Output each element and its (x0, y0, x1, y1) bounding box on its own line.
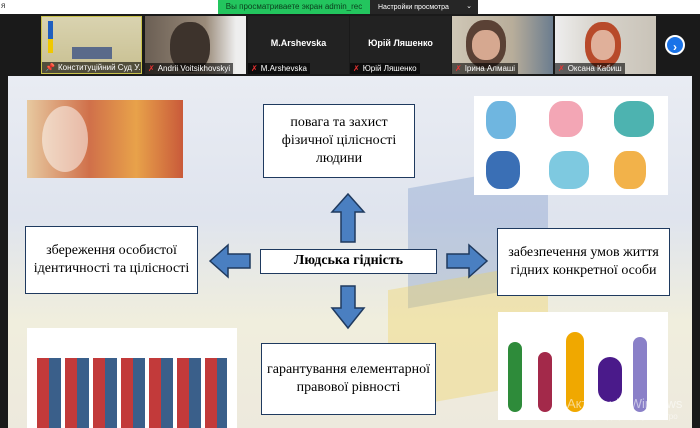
participant-display-name: Юрій Ляшенко (368, 38, 433, 48)
participant-tile[interactable]: ✗Ірина Алмаші (452, 16, 553, 74)
next-page-button[interactable]: › (665, 35, 685, 55)
center-concept-box: Людська гідність (260, 249, 437, 274)
muted-mic-icon: ✗ (148, 64, 155, 73)
participant-name: ✗Оксана Кабиш (555, 63, 625, 74)
chevron-right-icon: › (673, 40, 677, 54)
participant-tile[interactable]: Юрій Ляшенко ✗Юрій Ляшенко (350, 16, 451, 74)
muted-mic-icon: ✗ (455, 64, 462, 73)
windows-activation-title: Активація Windows (567, 396, 683, 411)
participant-tile[interactable]: M.Arshevska ✗M.Arshevska (248, 16, 349, 74)
right-concept-box: забезпечення умов життя гідних конкретно… (497, 228, 670, 296)
chevron-down-icon: ⌄ (466, 3, 472, 10)
left-arrow-icon (208, 243, 251, 279)
view-options-label: Настройки просмотра (378, 4, 449, 11)
bottom-concept-box: гарантування елементарної правової рівно… (261, 343, 436, 415)
raised-hands-image (27, 328, 237, 428)
muted-mic-icon: ✗ (353, 64, 360, 73)
participant-name: ✗Ірина Алмаші (452, 63, 519, 74)
participant-tile[interactable]: ✗Оксана Кабиш (555, 16, 656, 74)
muted-mic-icon: ✗ (251, 64, 258, 73)
right-arrow-icon (446, 243, 489, 279)
up-arrow-icon (330, 192, 366, 243)
muted-mic-icon: ✗ (558, 64, 565, 73)
participant-display-name: M.Arshevska (270, 38, 327, 48)
window-title-fragment: я (1, 1, 6, 10)
down-arrow-icon (330, 285, 366, 330)
left-concept-box: збереження особистої ідентичності та ціл… (25, 226, 198, 294)
mind-icons-image (474, 96, 668, 195)
windows-activation-subtitle: Перейдіть до розділу "Настро (567, 412, 678, 421)
participant-name: ✗Юрій Ляшенко (350, 63, 420, 74)
participant-name: ✗Andrii Voitsikhovskyi (145, 63, 234, 74)
family-image (498, 312, 668, 420)
participant-name: ✗M.Arshevska (248, 63, 310, 74)
participant-name: 📌Конституційний Суд У... (42, 62, 141, 73)
screen-share-banner: Вы просматриваете экран admin_rec (218, 0, 370, 14)
participant-tile[interactable]: ✗Andrii Voitsikhovskyi (145, 16, 246, 74)
crowd-image (27, 100, 183, 178)
participant-tile[interactable]: 📌Конституційний Суд У... (41, 16, 142, 74)
view-options-button[interactable]: Настройки просмотра ⌄ (370, 0, 478, 14)
top-concept-box: повага та захист фізичної цілісності люд… (263, 104, 415, 178)
